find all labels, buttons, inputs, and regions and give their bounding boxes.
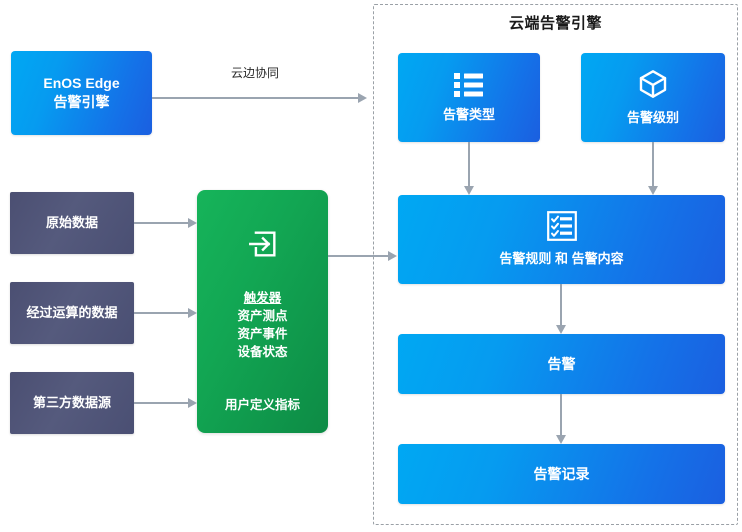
arrowhead-enos-to-cloud	[358, 93, 367, 103]
arrowhead-third-party-to-trigger	[188, 398, 197, 408]
arrowhead-alarm-to-record	[556, 435, 566, 444]
cloud-alarm-engine-panel	[373, 4, 738, 525]
node-alarm-record[interactable]: 告警记录	[398, 444, 725, 504]
connector-alarm-to-record	[560, 394, 562, 435]
connector-alarm-type-to-rule	[468, 142, 470, 186]
trigger-item-1: 资产事件	[237, 327, 288, 342]
node-alarm-level[interactable]: 告警级别	[581, 53, 725, 142]
connector-raw-data-to-trigger	[134, 222, 188, 224]
connector-rule-to-alarm	[560, 284, 562, 325]
trigger-custom-metric: 用户定义指标	[224, 398, 300, 413]
alarm-record-label: 告警记录	[533, 465, 590, 482]
trigger-heading: 触发器	[243, 290, 282, 305]
checklist-icon	[546, 211, 577, 242]
node-computed-data[interactable]: 经过运算的数据	[10, 282, 134, 344]
bullet-list-icon	[454, 71, 484, 98]
arrowhead-computed-data-to-trigger	[188, 308, 197, 318]
cloud-alarm-engine-title: 云端告警引擎	[508, 15, 602, 32]
arrowhead-alarm-level-to-rule	[648, 186, 658, 195]
trigger-item-0: 资产测点	[237, 308, 288, 323]
computed-data-label: 经过运算的数据	[26, 305, 118, 321]
connector-enos-to-cloud	[152, 97, 358, 99]
arrowhead-rule-to-alarm	[556, 325, 566, 334]
arrowhead-alarm-type-to-rule	[464, 186, 474, 195]
node-alarm-rule-content[interactable]: 告警规则 和 告警内容	[398, 195, 725, 284]
connector-third-party-to-trigger	[134, 402, 188, 404]
enos-edge-line2: 告警引擎	[53, 94, 110, 110]
node-trigger[interactable]: 触发器 资产测点 资产事件 设备状态 用户定义指标	[197, 190, 328, 433]
connector-alarm-level-to-rule	[652, 142, 654, 186]
third-party-label: 第三方数据源	[32, 395, 111, 411]
node-alarm[interactable]: 告警	[398, 334, 725, 394]
alarm-label: 告警	[547, 355, 576, 372]
alarm-rule-label: 告警规则 和 告警内容	[499, 251, 624, 267]
node-third-party-source[interactable]: 第三方数据源	[10, 372, 134, 434]
alarm-level-label: 告警级别	[626, 110, 679, 126]
trigger-item-2: 设备状态	[237, 345, 288, 360]
arrowhead-raw-data-to-trigger	[188, 218, 197, 228]
node-alarm-type[interactable]: 告警类型	[398, 53, 540, 142]
connector-trigger-to-alarm-rule	[328, 255, 388, 257]
node-enos-edge[interactable]: EnOS Edge 告警引擎	[11, 51, 152, 135]
node-raw-data[interactable]: 原始数据	[10, 192, 134, 254]
arrowhead-trigger-to-alarm-rule	[388, 251, 397, 261]
raw-data-label: 原始数据	[45, 215, 98, 231]
connector-computed-data-to-trigger	[134, 312, 188, 314]
edge-label-cloud-edge-sync: 云边协同	[231, 66, 280, 80]
enos-edge-line1: EnOS Edge	[43, 75, 120, 92]
alarm-type-label: 告警类型	[442, 107, 495, 123]
cube-icon	[637, 68, 669, 100]
trigger-text-block: 触发器 资产测点 资产事件 设备状态	[237, 289, 287, 362]
enter-arrow-icon	[246, 227, 280, 261]
